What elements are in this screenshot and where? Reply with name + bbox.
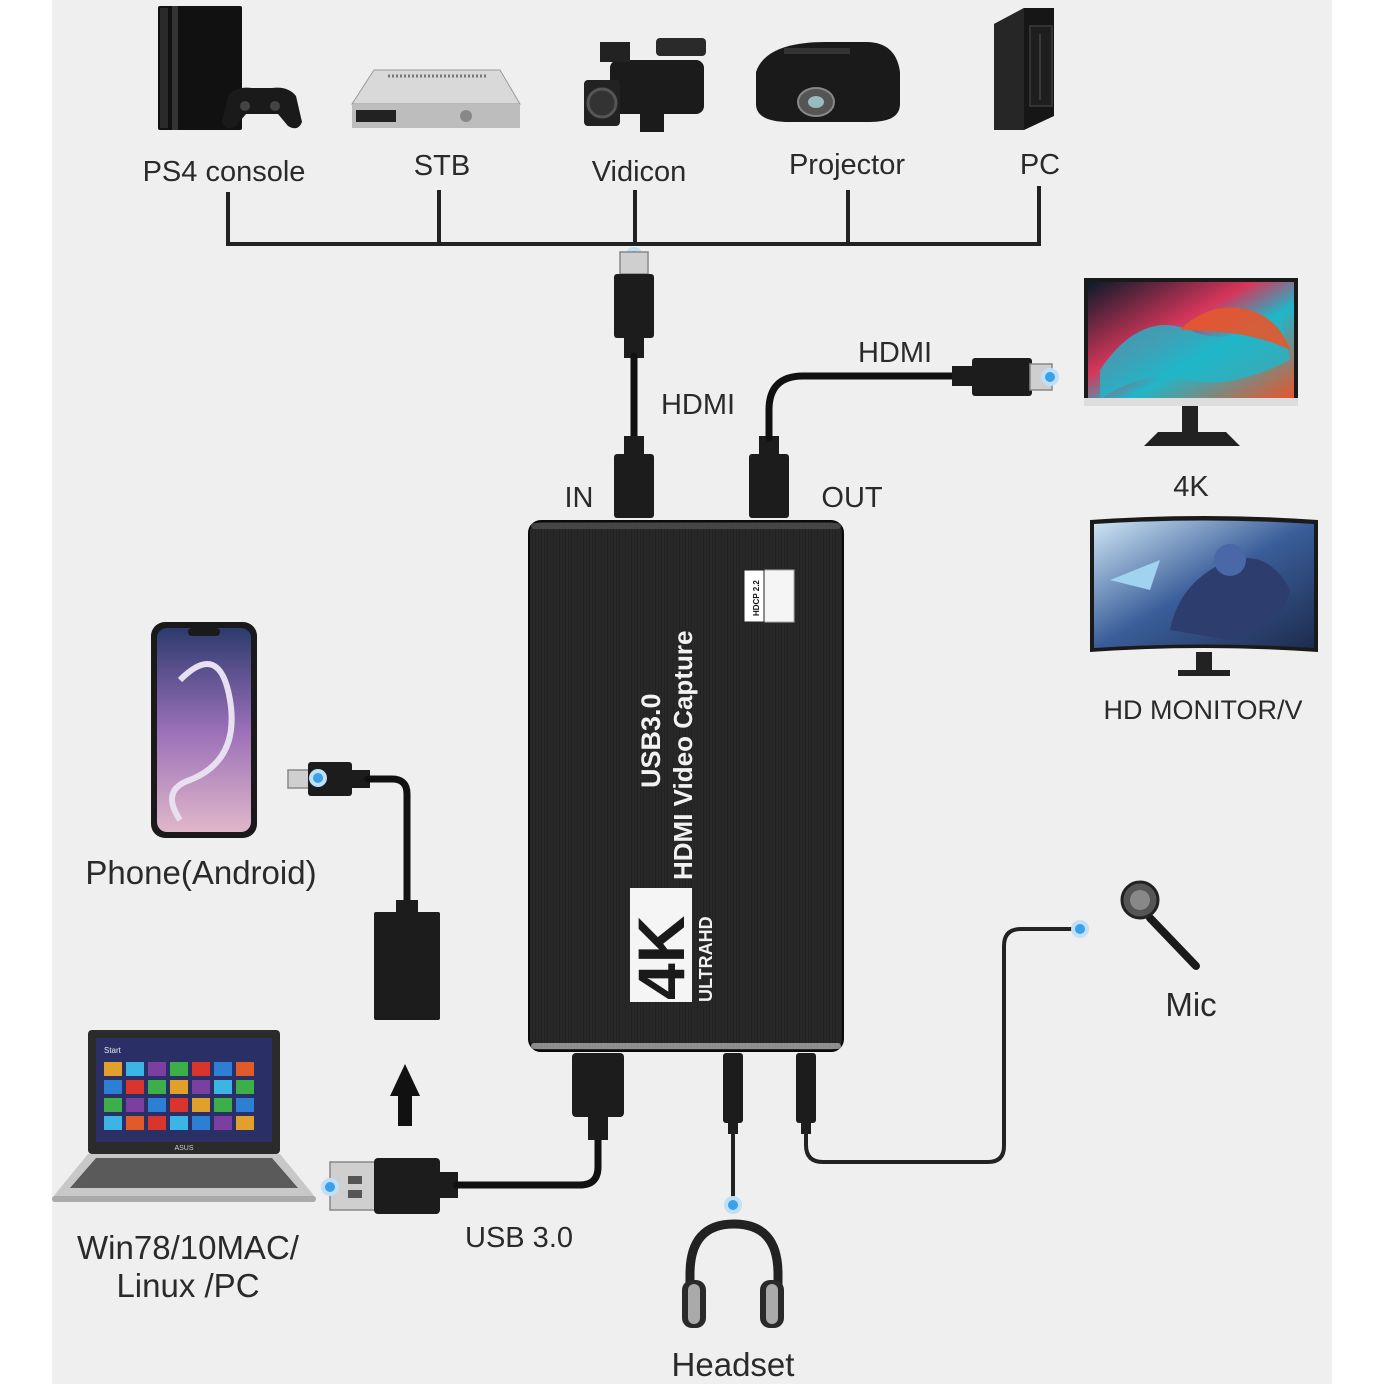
device-hdmi-title: HDMI Video Capture — [668, 631, 698, 880]
stb-icon — [351, 69, 521, 128]
phone-label: Phone(Android) — [85, 854, 316, 891]
ultrahd-text: ULTRAHD — [696, 916, 716, 1002]
pc-label: PC — [1020, 149, 1060, 181]
laptop-start-text: Start — [104, 1046, 122, 1055]
phone-otg-cable — [287, 762, 440, 1020]
mic-cable — [796, 920, 1089, 1164]
headset-icon — [682, 1219, 784, 1328]
pc-tower-icon — [994, 8, 1054, 130]
hdcp-badge: HDCP 2.2 — [743, 569, 795, 623]
in-port-label: IN — [565, 482, 594, 514]
hd-monitor-icon — [1090, 516, 1318, 676]
hdcp-label: HDCP 2.2 — [752, 580, 761, 616]
computer-label-line2: Linux /PC — [116, 1267, 259, 1304]
vidicon-camcorder-icon — [584, 38, 706, 132]
android-phone-icon — [151, 622, 257, 838]
stb-label: STB — [414, 150, 470, 182]
hd-monitor-label: HD MONITOR/V — [1103, 695, 1302, 725]
laptop-brand-text: ASUS — [174, 1145, 193, 1152]
up-arrow-icon — [390, 1064, 420, 1126]
hdmi-in-cable — [614, 251, 654, 518]
4k-badge-text: 4K — [624, 915, 698, 1000]
headset-label: Headset — [672, 1346, 795, 1383]
device-usb-title: USB3.0 — [636, 693, 666, 788]
4k-monitor-icon — [1084, 278, 1298, 446]
usb-label: USB 3.0 — [465, 1222, 573, 1254]
mic-label: Mic — [1165, 986, 1216, 1023]
capture-device — [528, 520, 844, 1052]
projector-icon — [756, 42, 900, 122]
4k-badge: 4K ULTRAHD — [624, 888, 716, 1002]
out-port-label: OUT — [821, 482, 883, 514]
computer-label-line1: Win78/10MAC/ — [77, 1229, 300, 1266]
ps4-label: PS4 console — [143, 156, 306, 188]
vidicon-label: Vidicon — [592, 156, 687, 188]
hdmi-out-label: HDMI — [858, 337, 932, 369]
ps4-console-icon — [158, 6, 302, 130]
hdmi-out-cable — [749, 358, 1059, 518]
usb-cable — [321, 1053, 624, 1214]
microphone-icon — [1120, 880, 1200, 970]
laptop-icon: Start ASUS — [52, 1030, 316, 1202]
hdmi-in-label: HDMI — [661, 389, 735, 421]
4k-monitor-label: 4K — [1173, 471, 1209, 503]
headset-cable — [723, 1053, 743, 1214]
projector-label: Projector — [789, 149, 905, 181]
